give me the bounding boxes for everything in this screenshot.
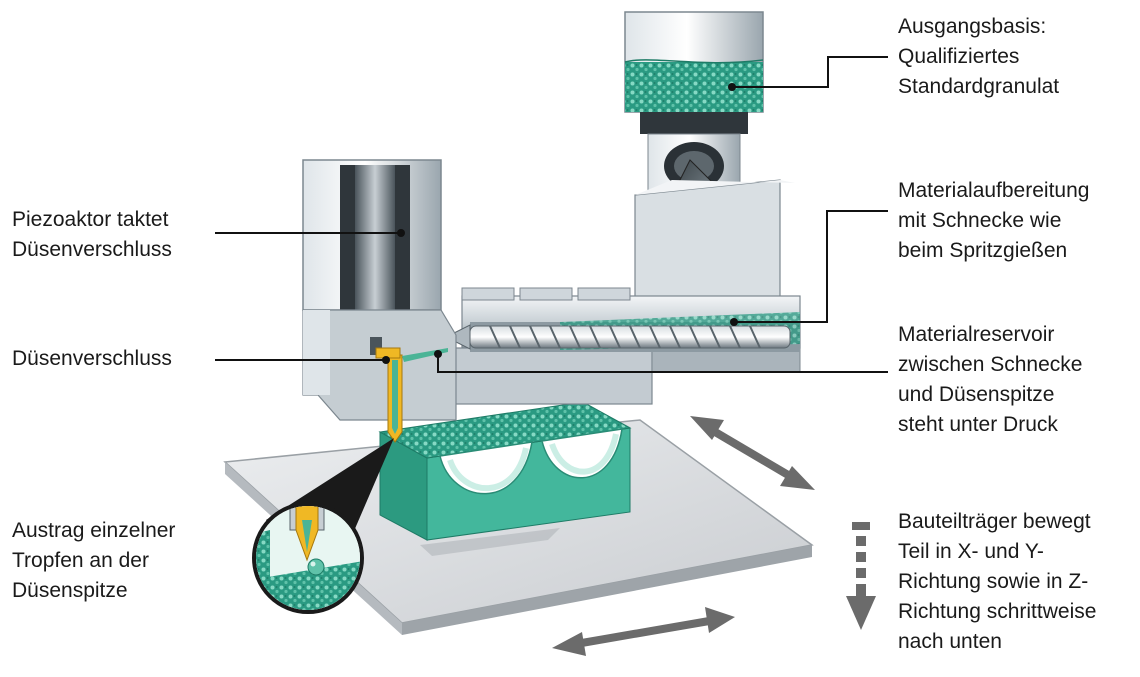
label-materialreservoir-line-1: Materialreservoir [898,323,1055,346]
label-ausgangsbasis-line-3: Standardgranulat [898,75,1060,98]
extruder-barrel [444,179,801,405]
leader-dot-materialaufbereitung [730,318,738,326]
label-materialaufbereitung-line-1: Materialaufbereitung [898,179,1090,202]
label-bauteiltraeger: Bauteilträger bewegt Teil in X- und Y- R… [898,507,1096,657]
printed-part [378,401,632,541]
label-bauteiltraeger-line-2: Teil in X- und Y- [898,540,1044,563]
leader-dot-ausgangsbasis [728,83,736,91]
label-materialaufbereitung-line-2: mit Schnecke wie [898,209,1062,232]
label-piezoaktor-line-1: Piezoaktor taktet [12,208,169,231]
label-piezoaktor-line-2: Düsenverschluss [12,238,172,261]
leader-ausgangsbasis [732,56,888,88]
label-materialreservoir-line-2: zwischen Schnecke [898,353,1083,376]
y-motion-arrow [690,416,815,490]
label-materialreservoir-line-4: steht unter Druck [898,413,1058,436]
label-materialaufbereitung-line-3: beim Spritzgießen [898,239,1068,262]
leader-lines [215,56,888,373]
label-austrag-line-3: Düsenspitze [12,579,128,602]
z-motion-arrow [846,522,876,630]
label-materialreservoir-line-3: und Düsenspitze [898,383,1055,406]
label-austrag: Austrag einzelner Tropfen an der Düsensp… [12,516,175,606]
label-austrag-line-1: Austrag einzelner [12,519,176,542]
label-ausgangsbasis: Ausgangsbasis: Qualifiziertes Standardgr… [898,12,1059,102]
label-ausgangsbasis-line-1: Ausgangsbasis: [898,15,1047,38]
leader-materialreservoir [437,354,888,373]
x-motion-arrow [552,607,735,656]
label-duesenverschluss: Düsenverschluss [12,344,172,374]
nozzle-head [302,159,457,443]
label-bauteiltraeger-line-1: Bauteilträger bewegt [898,510,1091,533]
label-bauteiltraeger-line-3: Richtung sowie in Z- [898,570,1089,593]
leader-materialaufbereitung [734,210,888,323]
label-duesenverschluss-line-1: Düsenverschluss [12,347,172,370]
label-austrag-line-2: Tropfen an der [12,549,149,572]
label-materialaufbereitung: Materialaufbereitung mit Schnecke wie be… [898,176,1089,266]
leader-dot-materialreservoir [434,350,442,358]
label-bauteiltraeger-line-5: nach unten [898,630,1002,653]
label-materialreservoir: Materialreservoir zwischen Schnecke und … [898,320,1082,440]
leader-dot-duesenverschluss [382,356,390,364]
label-piezoaktor: Piezoaktor taktet Düsenverschluss [12,205,172,265]
label-ausgangsbasis-line-2: Qualifiziertes [898,45,1020,68]
leader-dot-piezoaktor [397,229,405,237]
label-bauteiltraeger-line-4: Richtung schrittweise [898,600,1097,623]
